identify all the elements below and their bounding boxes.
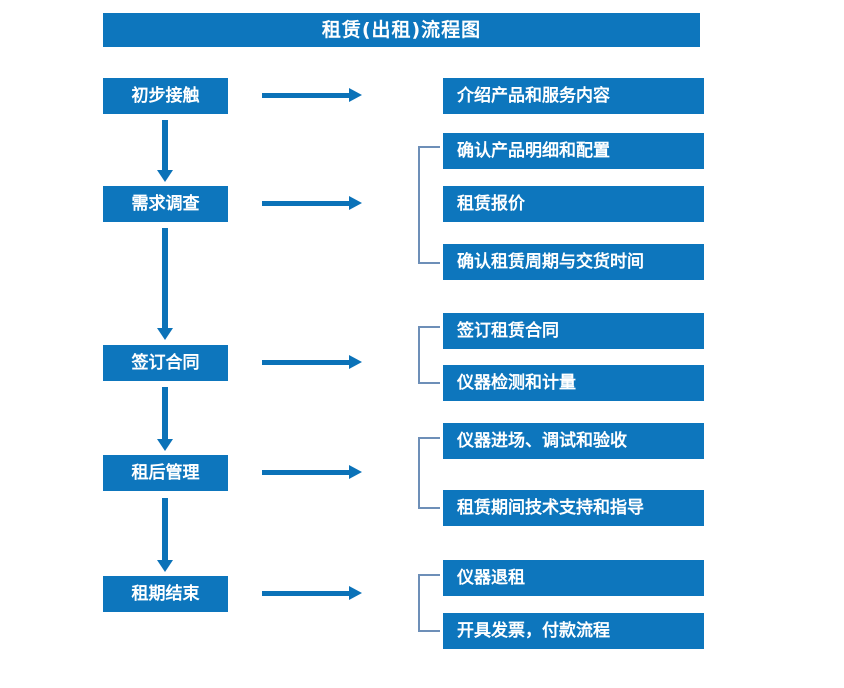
task-label: 签订租赁合同: [457, 320, 559, 341]
task-label: 租赁报价: [457, 193, 525, 214]
arrow-right-icon: [262, 465, 362, 479]
group-bracket: [418, 326, 440, 384]
task-label: 确认租赁周期与交货时间: [457, 251, 644, 272]
arrow-head: [157, 560, 173, 572]
arrow-down-icon: [157, 228, 173, 340]
task-label: 开具发票，付款流程: [457, 620, 610, 641]
arrow-head: [349, 465, 362, 479]
arrow-head: [157, 439, 173, 451]
arrow-right-icon: [262, 355, 362, 369]
arrow-shaft: [262, 201, 350, 206]
arrow-right-icon: [262, 88, 362, 102]
arrow-right-icon: [262, 586, 362, 600]
task-box[interactable]: 仪器检测和计量: [443, 365, 704, 401]
task-box[interactable]: 租赁报价: [443, 186, 704, 222]
stage-label: 租期结束: [131, 583, 200, 604]
arrow-head: [349, 88, 362, 102]
group-bracket: [418, 437, 440, 509]
arrow-down-icon: [157, 120, 173, 182]
task-label: 仪器退租: [457, 567, 525, 588]
task-box[interactable]: 确认产品明细和配置: [443, 133, 704, 169]
group-bracket: [418, 146, 440, 264]
arrow-head: [157, 170, 173, 182]
task-box[interactable]: 签订租赁合同: [443, 313, 704, 349]
arrow-down-icon: [157, 387, 173, 451]
arrow-head: [349, 196, 362, 210]
stage-box[interactable]: 租后管理: [103, 455, 228, 491]
page-title: 租赁(出租)流程图: [321, 18, 482, 41]
task-box[interactable]: 仪器退租: [443, 560, 704, 596]
arrow-shaft: [262, 360, 350, 365]
task-label: 租赁期间技术支持和指导: [457, 497, 644, 518]
stage-box[interactable]: 租期结束: [103, 576, 228, 612]
arrow-shaft: [262, 591, 350, 596]
diagram-title-bar: 租赁(出租)流程图: [103, 13, 700, 47]
task-box[interactable]: 介绍产品和服务内容: [443, 78, 704, 114]
arrow-down-icon: [157, 498, 173, 572]
stage-label: 初步接触: [131, 85, 200, 106]
stage-box[interactable]: 签订合同: [103, 345, 228, 381]
task-label: 仪器进场、调试和验收: [457, 430, 627, 451]
arrow-head: [157, 328, 173, 340]
stage-box[interactable]: 需求调查: [103, 186, 228, 222]
arrow-shaft: [162, 387, 168, 440]
arrow-head: [349, 586, 362, 600]
task-label: 确认产品明细和配置: [457, 140, 610, 161]
stage-label: 签订合同: [131, 352, 200, 373]
task-box[interactable]: 开具发票，付款流程: [443, 613, 704, 649]
task-label: 介绍产品和服务内容: [457, 85, 610, 106]
stage-label: 需求调查: [131, 193, 200, 214]
arrow-shaft: [162, 120, 168, 171]
arrow-shaft: [262, 470, 350, 475]
task-box[interactable]: 仪器进场、调试和验收: [443, 423, 704, 459]
task-box[interactable]: 确认租赁周期与交货时间: [443, 244, 704, 280]
stage-box[interactable]: 初步接触: [103, 78, 228, 114]
task-box[interactable]: 租赁期间技术支持和指导: [443, 490, 704, 526]
task-label: 仪器检测和计量: [457, 372, 576, 393]
arrow-right-icon: [262, 196, 362, 210]
arrow-shaft: [162, 498, 168, 561]
arrow-shaft: [162, 228, 168, 329]
group-bracket: [418, 574, 440, 632]
stage-label: 租后管理: [131, 462, 200, 483]
arrow-head: [349, 355, 362, 369]
arrow-shaft: [262, 93, 350, 98]
